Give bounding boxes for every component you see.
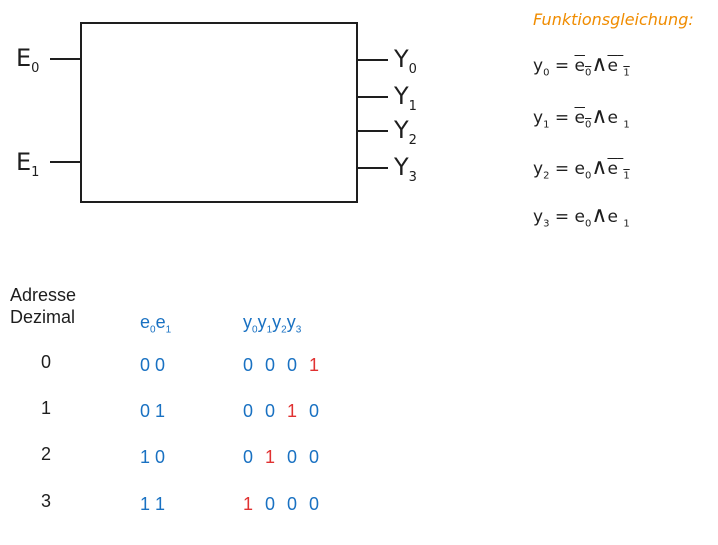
address-header-line1: Adresse xyxy=(10,285,77,305)
address-header: Adresse Dezimal xyxy=(10,284,76,328)
equation-y2: y2 = e0∧e 1 xyxy=(533,155,630,182)
output-label-y2: Y2 xyxy=(394,116,417,148)
and-operator: ∧ xyxy=(591,203,608,228)
operand-a: e0 xyxy=(574,207,592,230)
input-bits: 1 1 xyxy=(140,494,165,515)
bit-y1: 0 xyxy=(265,355,276,375)
bit-y3: 1 xyxy=(309,355,320,375)
input-bits: 1 0 xyxy=(140,447,165,468)
address-value: 0 xyxy=(41,352,52,372)
bit-e0: 0 xyxy=(140,401,151,421)
decoder-box xyxy=(80,22,358,203)
operand-a: e0 xyxy=(574,159,592,182)
operand-b: e 1 xyxy=(607,207,630,230)
operand-b: e 1 xyxy=(607,56,630,79)
bit-y2: 1 xyxy=(287,401,298,421)
bit-e1: 1 xyxy=(155,401,166,421)
equation-y1: y1 = e0∧e 1 xyxy=(533,104,630,131)
bit-y3: 0 xyxy=(309,447,320,467)
input-bits: 0 1 xyxy=(140,401,165,422)
and-operator: ∧ xyxy=(591,155,608,180)
y-header: y0y1y2y3 xyxy=(243,312,302,336)
operand-b: e 1 xyxy=(607,159,630,182)
bit-y0: 1 xyxy=(243,494,254,514)
bit-y2: 0 xyxy=(287,494,298,514)
bit-e1: 1 xyxy=(155,494,166,514)
bit-y3: 0 xyxy=(309,494,320,514)
bit-e1: 0 xyxy=(155,355,166,375)
bit-y1: 0 xyxy=(265,401,276,421)
equation-y3: y3 = e0∧e 1 xyxy=(533,203,630,230)
address-value: 2 xyxy=(41,444,52,464)
operand-a: e0 xyxy=(574,108,592,131)
input-label-e1: E1 xyxy=(16,148,40,180)
output-label-y1: Y1 xyxy=(394,82,417,114)
address-value: 3 xyxy=(41,491,52,511)
and-operator: ∧ xyxy=(591,52,608,77)
address-value: 1 xyxy=(41,398,52,418)
bit-e0: 1 xyxy=(140,447,151,467)
operand-a: e0 xyxy=(574,56,592,79)
input-bits: 0 0 xyxy=(140,355,165,376)
bit-y1: 1 xyxy=(265,447,276,467)
bit-y0: 0 xyxy=(243,355,254,375)
output-label-y0: Y0 xyxy=(394,45,417,77)
bit-y2: 0 xyxy=(287,355,298,375)
bit-e1: 0 xyxy=(155,447,166,467)
bit-y3: 0 xyxy=(309,401,320,421)
bit-y0: 0 xyxy=(243,447,254,467)
bit-y0: 0 xyxy=(243,401,254,421)
bit-y2: 0 xyxy=(287,447,298,467)
equations-title: Funktionsgleichung: xyxy=(533,10,694,29)
bit-y1: 0 xyxy=(265,494,276,514)
bit-e0: 0 xyxy=(140,355,151,375)
operand-b: e 1 xyxy=(607,108,630,131)
output-label-y3: Y3 xyxy=(394,153,417,185)
address-header-line2: Dezimal xyxy=(10,307,76,327)
e-header: e0e1 xyxy=(140,312,172,336)
bit-e0: 1 xyxy=(140,494,151,514)
and-operator: ∧ xyxy=(591,104,608,129)
input-label-e0: E0 xyxy=(16,44,40,76)
equation-y0: y0 = e0∧e 1 xyxy=(533,52,630,79)
